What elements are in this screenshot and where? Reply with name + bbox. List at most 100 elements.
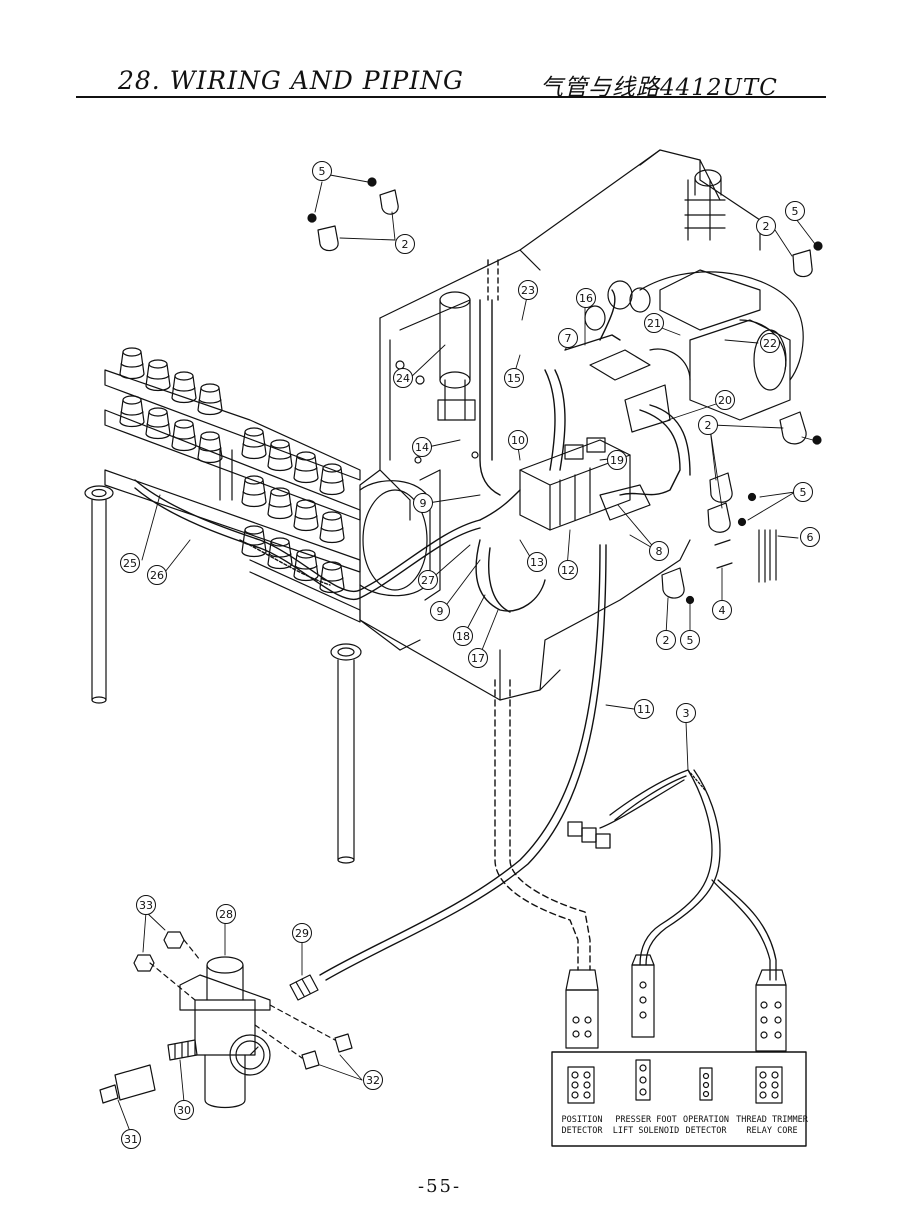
callout-label: 2 [705, 419, 712, 432]
callout-circle [656, 630, 676, 650]
callout-c10: 10 [508, 430, 528, 450]
callout-circle [216, 904, 236, 924]
callout-c25: 25 [120, 553, 140, 573]
callout-label: 23 [521, 284, 535, 297]
callout-circle [518, 280, 538, 300]
callout-c23: 23 [518, 280, 538, 300]
callout-circle [312, 161, 332, 181]
callout-circle [756, 216, 776, 236]
callout-label: 17 [471, 652, 485, 665]
callout-label: 25 [123, 557, 137, 570]
thread-cone [319, 561, 345, 594]
connector-presser-line2: LIFT SOLENOID [613, 1126, 680, 1136]
thread-cone [241, 475, 267, 508]
callout-label: 32 [366, 1074, 380, 1087]
callout-label: 18 [456, 630, 470, 643]
callout-circle [292, 923, 312, 943]
thread-cone [197, 383, 223, 416]
thread-cone [293, 451, 319, 484]
callout-label: 26 [150, 569, 164, 582]
callout-label: 9 [420, 497, 427, 510]
callout-label: 6 [807, 531, 814, 544]
callout-c5b: 5 [785, 201, 805, 221]
callout-label: 10 [511, 434, 525, 447]
callout-label: 4 [719, 604, 726, 617]
callout-label: 2 [663, 634, 670, 647]
callout-circle [363, 1070, 383, 1090]
callout-label: 31 [124, 1133, 138, 1146]
callout-circle [412, 437, 432, 457]
callout-label: 5 [319, 165, 326, 178]
callout-label: 11 [637, 703, 651, 716]
callout-c11: 11 [634, 699, 654, 719]
callout-c4: 4 [712, 600, 732, 620]
machine-body [359, 149, 804, 701]
callout-label: 30 [177, 1104, 191, 1117]
callout-circle [576, 288, 596, 308]
leader-lines [117, 174, 821, 1135]
callout-circle [508, 430, 528, 450]
connector-trimmer-line1: THREAD TRIMMER [736, 1115, 809, 1125]
connector-presser-line1: PRESSER FOOT [615, 1115, 676, 1125]
connector-operation-line2: DETECTOR [686, 1126, 728, 1136]
thread-cone [119, 395, 145, 428]
callout-circle [558, 328, 578, 348]
cable-harness [567, 769, 777, 981]
callout-c24: 24 [393, 368, 413, 388]
thread-cone [171, 419, 197, 452]
clamps-screws [307, 177, 823, 605]
callout-label: 13 [530, 556, 544, 569]
callout-label: 27 [421, 574, 435, 587]
harness-connectors [565, 954, 787, 1052]
thread-stand [84, 369, 362, 864]
thread-cone [267, 439, 293, 472]
callout-circle [453, 626, 473, 646]
callout-c22: 22 [760, 333, 780, 353]
callout-c29: 29 [292, 923, 312, 943]
callout-c15: 15 [504, 368, 524, 388]
callout-circle [430, 601, 450, 621]
callout-circle [527, 552, 547, 572]
callout-label: 7 [565, 332, 572, 345]
filter-regulator [99, 931, 353, 1109]
thread-cone [293, 549, 319, 582]
callout-c6: 6 [800, 527, 820, 547]
callout-circle [121, 1129, 141, 1149]
callout-c9b: 9 [430, 601, 450, 621]
thread-cone [293, 499, 319, 532]
callout-circle [504, 368, 524, 388]
callout-circle [680, 630, 700, 650]
callout-circle [644, 313, 664, 333]
callout-c16: 16 [576, 288, 596, 308]
callout-label: 5 [687, 634, 694, 647]
callout-circle [393, 368, 413, 388]
callout-c32: 32 [363, 1070, 383, 1090]
callout-circle [468, 648, 488, 668]
callout-c3: 3 [676, 703, 696, 723]
page-number: -55- [418, 1176, 462, 1197]
callout-c21: 21 [644, 313, 664, 333]
callout-circle [712, 600, 732, 620]
callout-label: 15 [507, 372, 521, 385]
callout-c20: 20 [715, 390, 735, 410]
thread-cone [171, 371, 197, 404]
callout-c26: 26 [147, 565, 167, 585]
callout-label: 29 [295, 927, 309, 940]
connector-trimmer-line2: RELAY CORE [746, 1126, 797, 1136]
callout-label: 12 [561, 564, 575, 577]
callout-c30: 30 [174, 1100, 194, 1120]
callout-label: 22 [763, 337, 777, 350]
callout-c2a: 2 [395, 234, 415, 254]
connector-position-line1: POSITION [562, 1115, 603, 1125]
callout-c2c: 2 [698, 415, 718, 435]
callout-circle [418, 570, 438, 590]
callout-label: 5 [792, 205, 799, 218]
callout-label: 21 [647, 317, 661, 330]
callout-circle [649, 541, 669, 561]
callout-circle [760, 333, 780, 353]
callout-circle [800, 527, 820, 547]
callout-c27: 27 [418, 570, 438, 590]
callout-circle [698, 415, 718, 435]
callout-c9a: 9 [413, 493, 433, 513]
